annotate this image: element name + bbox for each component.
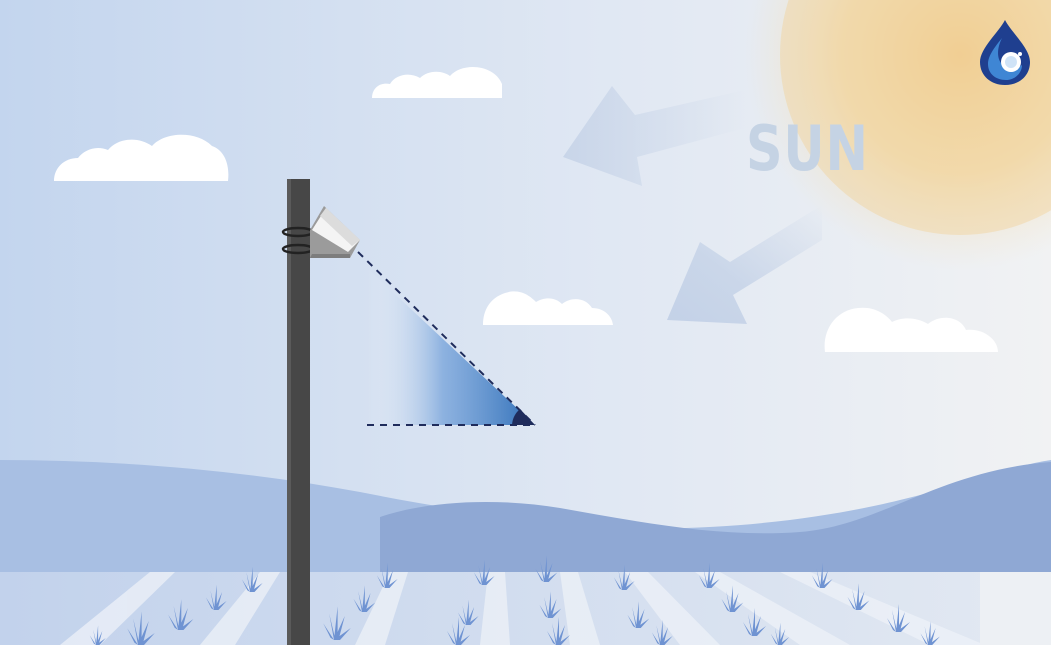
field-edge bbox=[980, 572, 1051, 645]
water-drop-logo-icon bbox=[976, 18, 1034, 86]
sun-label: SUN bbox=[746, 118, 869, 180]
